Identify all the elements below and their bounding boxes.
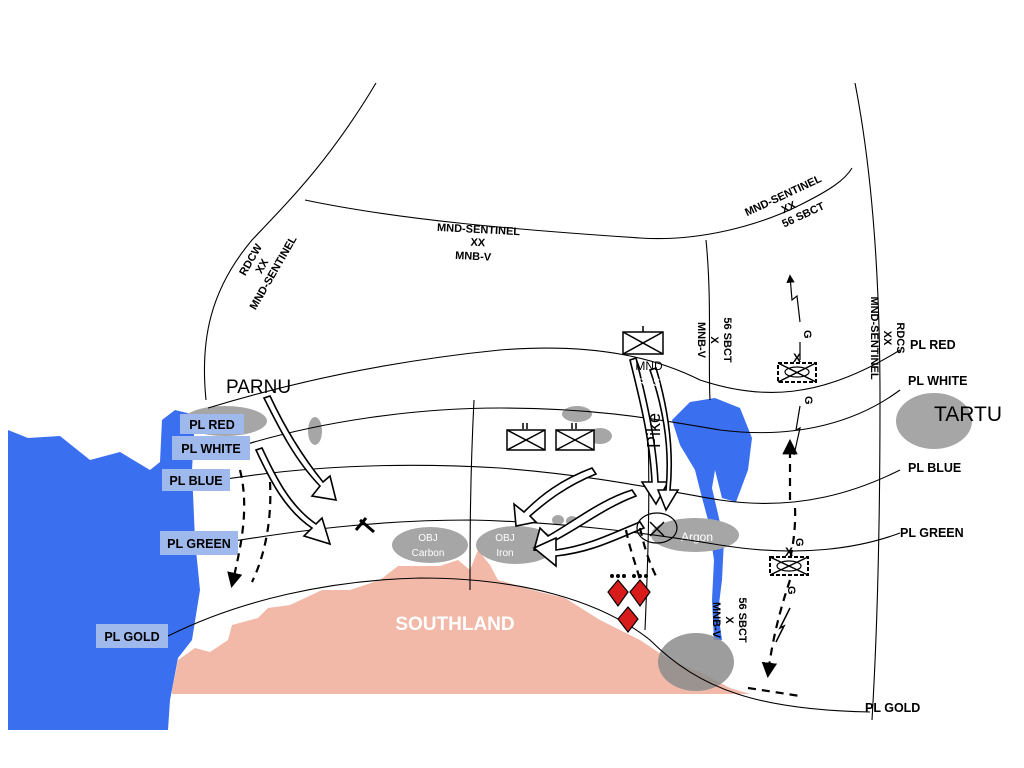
boundary-center-mid: X [708,336,720,344]
sea-area [8,410,200,730]
unit-guard-echelon: X [793,351,801,365]
block-task-symbol [354,517,375,534]
attack-arrow [648,366,680,512]
boundary-center-top: 56 SBCT [721,317,733,363]
boundary-line-interior [644,429,650,631]
boundary-center-bot: MNB-V [695,322,707,359]
guard-label: G [801,330,813,339]
pl-label-blue-west-text: PL BLUE [169,474,222,488]
boundary-line-center [705,239,711,401]
place-parnu: PARNU [226,377,291,398]
tartu-area [896,393,972,449]
enemy-unit-symbol[interactable] [617,606,639,633]
objective-argon[interactable]: Argon [651,518,739,552]
attack-arrow [262,395,338,501]
phase-line-green [221,519,901,552]
boundary-line-interior [469,399,475,591]
unit-guard-south-echelon: X [785,545,793,559]
southland-area [172,550,750,694]
objective-carbon[interactable]: OBJ Carbon [392,527,468,563]
pl-label-red-west-text: PL RED [189,418,235,432]
phase-line-gold [167,577,871,713]
attack-arrow [513,467,598,527]
guard-route-line [775,607,791,643]
pl-label-green-west[interactable]: PL GREEN [160,531,238,555]
dashed-route [638,527,659,581]
boundary-line-west [203,82,377,401]
phase-line-red [207,347,901,409]
route-pike-label: Pike [644,413,664,448]
boundary-north-top: MND-SENTINEL [437,222,521,238]
boundary-north-mid: XX [470,237,486,250]
dashed-route [747,686,801,698]
terrain-feature [308,417,322,445]
pl-label-red-east[interactable]: PL RED [910,338,956,352]
boundary-south-mid: X [723,616,735,624]
objective-iron[interactable]: OBJ Iron [476,526,556,564]
pl-label-white-west-text: PL WHITE [181,442,241,456]
guard-route-line [793,405,801,456]
place-southland: SOUTHLAND [395,614,514,635]
unit-guard-south[interactable]: X [769,545,809,576]
dashed-route [227,469,246,589]
dashed-route [251,481,272,583]
boundary-line-north [304,167,853,240]
guard-route-line [786,274,801,323]
attack-arrow [532,521,646,568]
unit-mnd-reserve[interactable]: MND RES [622,326,664,389]
phase-line-white [227,389,901,451]
unit-guard-north[interactable]: X [777,351,817,383]
enemy-unit-symbol[interactable] [607,574,629,608]
pl-label-green-east[interactable]: PL GREEN [900,526,964,540]
pl-label-blue-east[interactable]: PL BLUE [908,461,961,475]
pl-label-white-west[interactable]: PL WHITE [172,436,250,460]
objective-iron-line2: Iron [496,548,513,559]
boundary-label-north: MND-SENTINEL XX MNB-V [437,222,521,264]
boundary-east-top: RDCS [894,322,906,353]
southern-objective-area [658,633,734,691]
boundary-south-bot: MNB-V [710,602,722,639]
pl-label-gold-east[interactable]: PL GOLD [865,701,920,715]
dashed-route [624,529,642,581]
pl-label-gold-west[interactable]: PL GOLD [96,624,168,648]
terrain-feature [552,515,564,525]
river [672,398,752,640]
obstacle-marker [636,512,678,544]
guard-label: G [785,586,797,595]
pl-label-gold-west-text: PL GOLD [104,630,159,644]
enemy-unit-symbol[interactable] [629,574,651,608]
phase-line-blue [207,464,901,504]
pl-label-green-west-text: PL GREEN [167,537,231,551]
boundary-label-south: 56 SBCT X MNB-V [710,597,748,643]
objective-carbon-line1: OBJ [418,533,437,544]
boundary-label-center: 56 SBCT X MNB-V [695,317,733,363]
boundary-northeast-mid: XX [780,199,799,216]
guard-label: G [793,538,805,547]
boundary-line-east [854,82,881,721]
objective-iron-line1: OBJ [495,533,514,544]
boundary-label-west: RDCW XX MND-SENTINEL [237,234,299,312]
boundary-east-bot: MND-SENTINEL [868,296,880,379]
unit-mnd-reserve-line2: RES [638,377,661,389]
boundary-label-east: RDCS XX MND-SENTINEL [868,296,906,379]
unit-symbol[interactable] [555,423,595,451]
pl-label-blue-west[interactable]: PL BLUE [162,469,230,491]
pl-label-red-west[interactable]: PL RED [180,414,244,434]
unit-mnd-reserve-line1: MND [635,359,663,373]
guard-label: G [802,396,814,405]
boundary-east-mid: XX [881,331,893,346]
boundary-north-bot: MNB-V [455,250,492,264]
unit-symbol[interactable] [506,423,546,451]
objective-carbon-line2: Carbon [412,548,445,559]
attack-arrow [254,447,332,546]
boundary-label-northeast: MND-SENTINEL XX 56 SBCT [743,173,827,230]
place-tartu: TARTU [934,403,1002,426]
terrain-feature [562,406,592,422]
pl-label-white-east[interactable]: PL WHITE [908,374,968,388]
boundary-south-top: 56 SBCT [736,597,748,643]
dashed-route [761,579,792,679]
